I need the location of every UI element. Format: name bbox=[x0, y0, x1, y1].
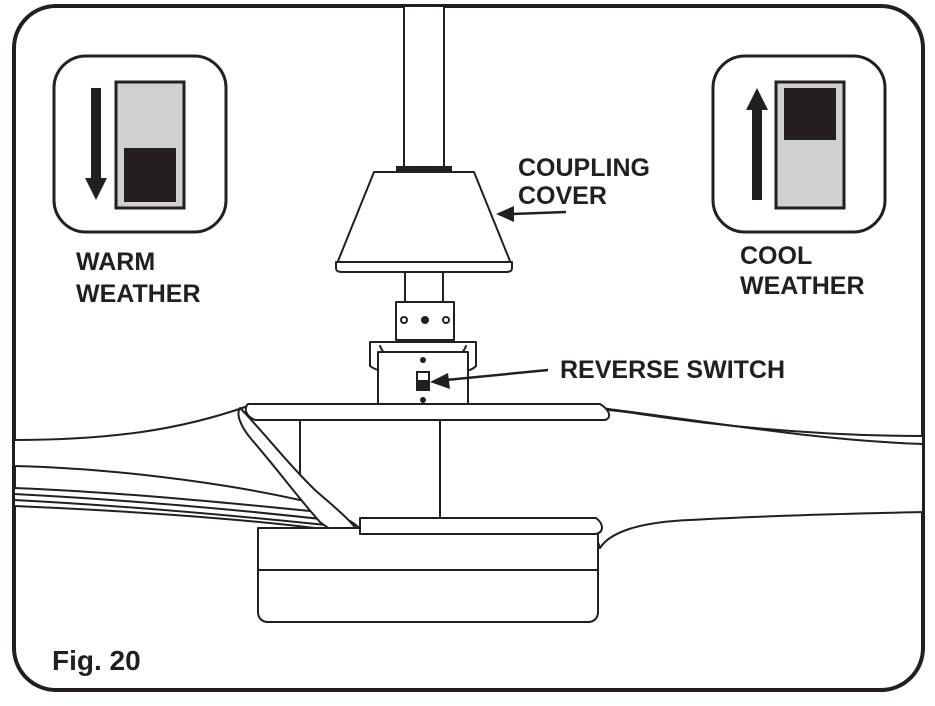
warm-weather-label-line2: WEATHER bbox=[76, 280, 201, 308]
reverse-switch-label: REVERSE SWITCH bbox=[560, 356, 785, 384]
fan-blades bbox=[13, 403, 924, 549]
coupling-cover-arrow bbox=[496, 206, 567, 222]
switch-housing bbox=[369, 271, 477, 405]
coupling-cover-label-line2: COVER bbox=[518, 182, 607, 210]
coupling-cover-label-line1: COUPLING bbox=[518, 154, 650, 182]
downrod bbox=[396, 5, 452, 174]
diagram-frame bbox=[12, 4, 925, 692]
reverse-switch-arrow bbox=[430, 368, 549, 389]
cool-weather-switch-icon bbox=[711, 54, 887, 234]
figure-label: Fig. 20 bbox=[52, 645, 141, 676]
coupling-cover bbox=[335, 171, 513, 273]
cool-weather-label-line1: COOL bbox=[740, 242, 812, 270]
cool-weather-label-line2: WEATHER bbox=[740, 272, 865, 300]
light-housing bbox=[257, 517, 603, 623]
warm-weather-label-line1: WARM bbox=[76, 248, 155, 276]
warm-weather-switch-icon bbox=[52, 54, 228, 234]
